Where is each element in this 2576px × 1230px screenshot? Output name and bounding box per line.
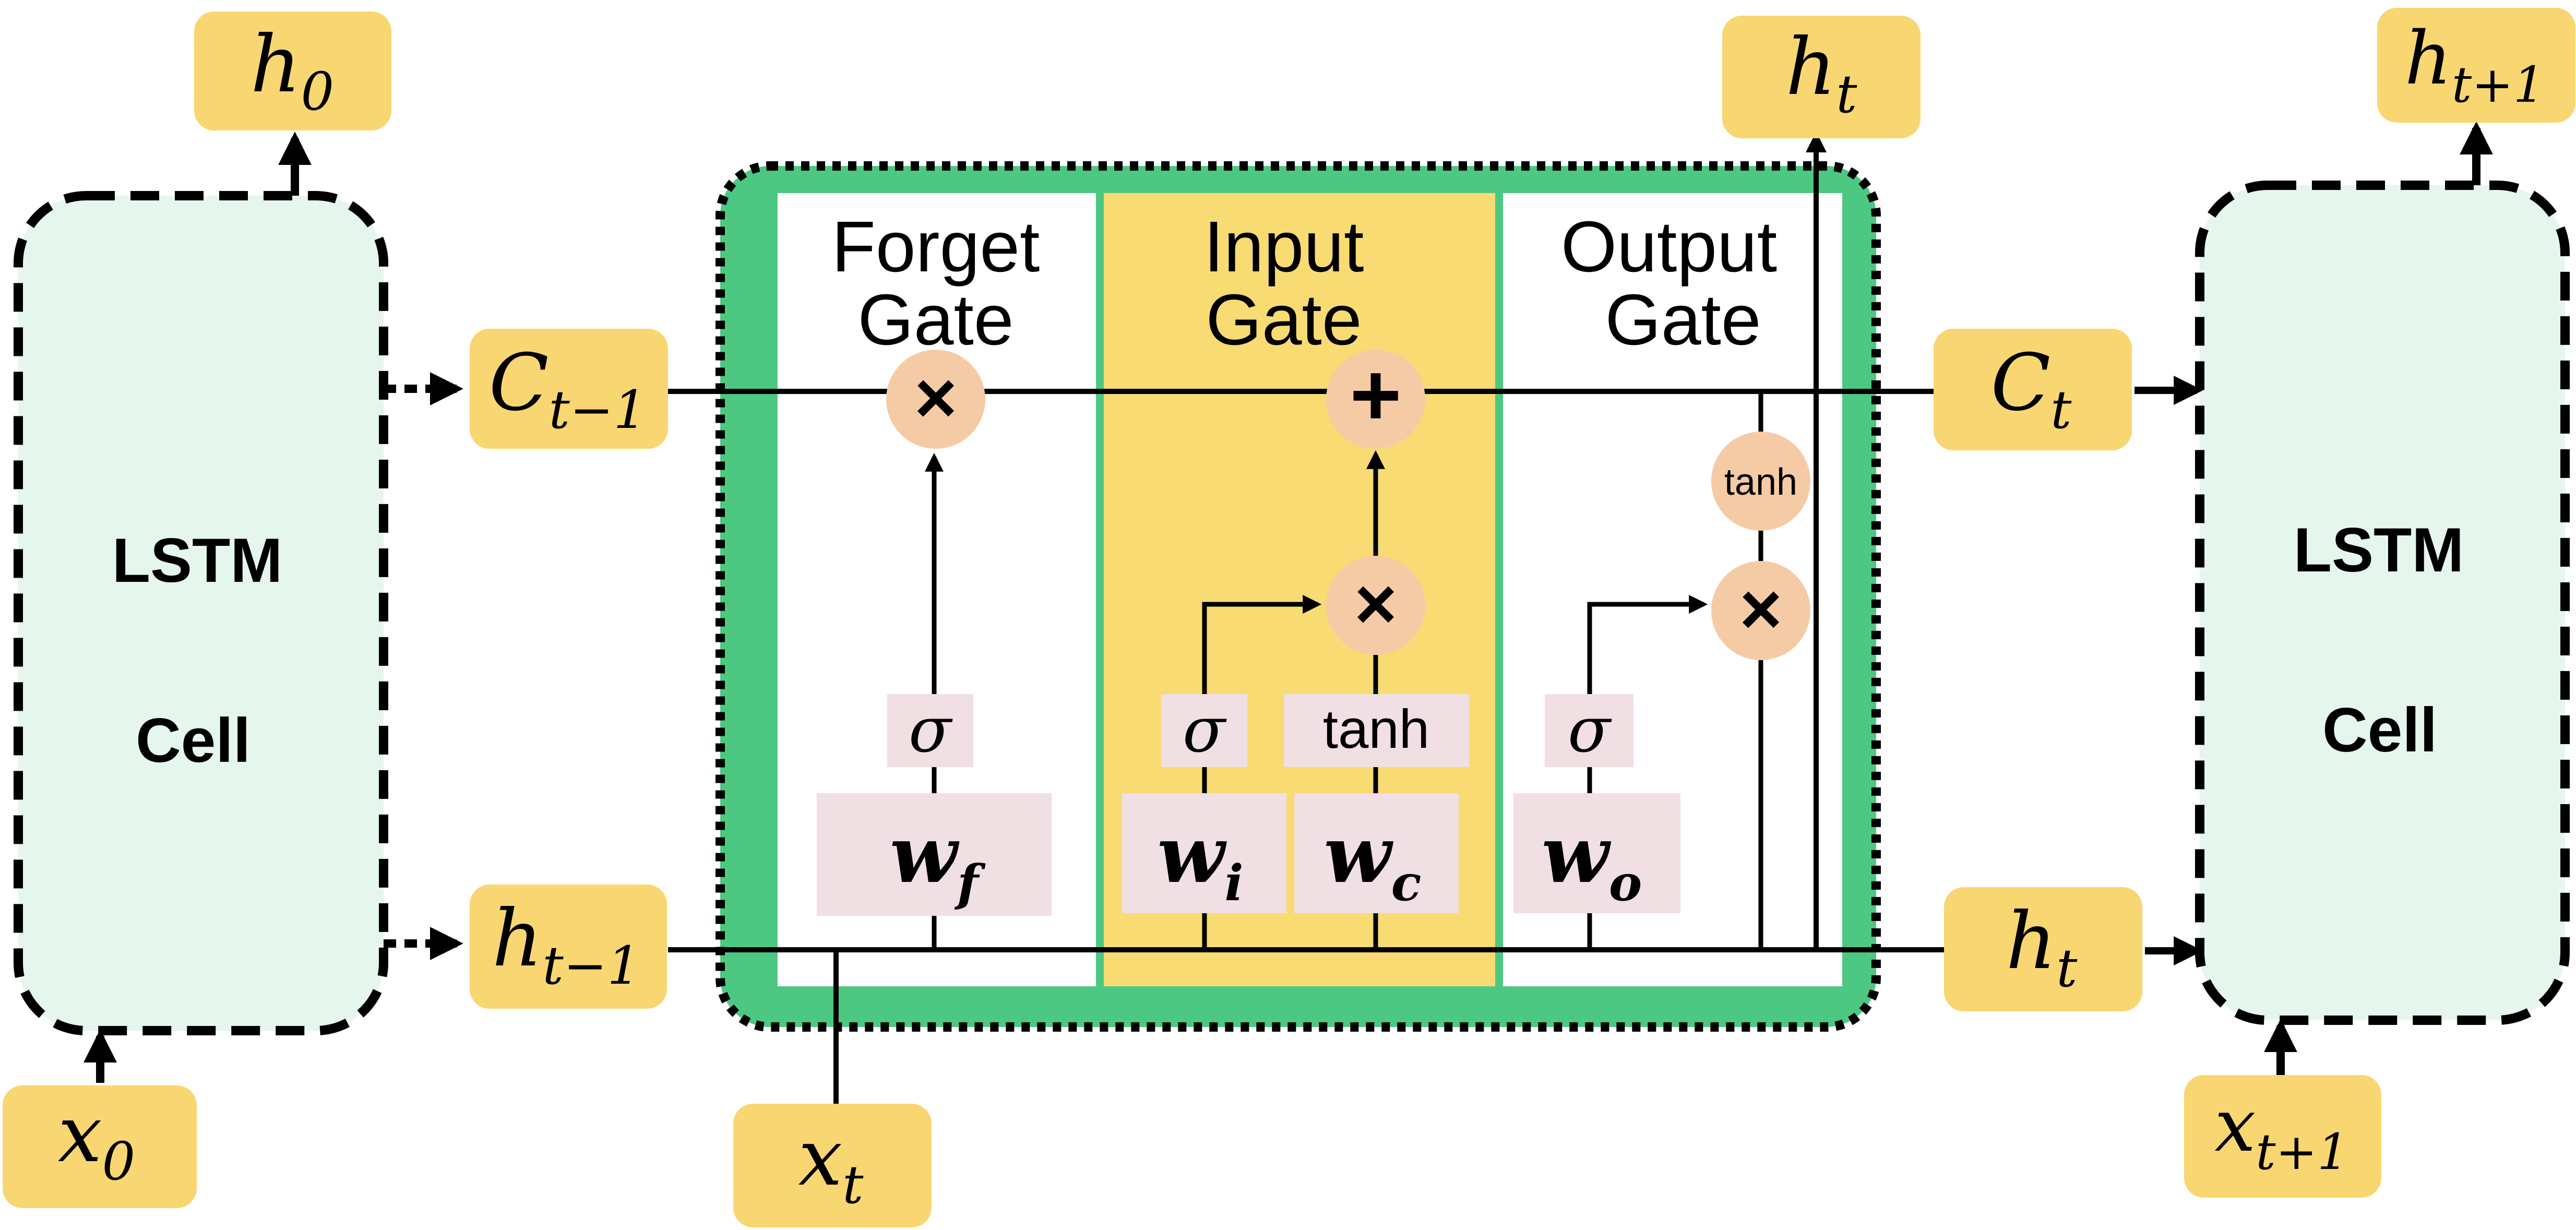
forget-sigma-box — [887, 694, 973, 767]
forget-multiply-circle — [886, 350, 985, 449]
wo-label: wo — [1542, 809, 1642, 912]
x0-label: x0 — [58, 1089, 135, 1192]
output-multiply-symbol: × — [1739, 568, 1782, 650]
h-t-right-label: ht — [2006, 896, 2078, 999]
forget-multiply-symbol: × — [914, 356, 957, 438]
c-t-box — [1934, 329, 2132, 450]
h-t-top-box — [1722, 16, 1921, 138]
c-prev-box — [470, 329, 668, 449]
output-tanh-label: tanh — [1724, 461, 1797, 503]
left-lstm-cell — [14, 191, 388, 1035]
input-sigma-to-multiply-arrow — [1202, 595, 1322, 694]
left-cell-label-line1: LSTM — [112, 526, 283, 595]
wc-label: wc — [1324, 809, 1422, 912]
right-cell-label-line2: Cell — [2322, 695, 2437, 765]
input-tanh-box — [1284, 694, 1469, 767]
h-t-right-box — [1944, 887, 2142, 1011]
output-gate-title-line2: Gate — [1605, 280, 1761, 360]
forget-sigma: σ — [909, 694, 953, 767]
h-next-label: ht+1 — [2405, 16, 2545, 114]
h-t-top-label: ht — [1786, 22, 1858, 125]
forget-gate-title-line1: Forget — [832, 207, 1040, 287]
wo-box — [1513, 793, 1680, 913]
wc-box — [1294, 793, 1459, 913]
output-tanh-circle — [1711, 432, 1810, 531]
output-multiply-circle — [1711, 561, 1810, 660]
h-next-box — [2377, 8, 2575, 123]
input-sigma-box — [1161, 694, 1247, 767]
input-gate-title-line1: Input — [1204, 207, 1364, 287]
h0-label: h0 — [251, 19, 334, 122]
left-cell-label-line2: Cell — [136, 706, 251, 775]
x-next-label: xt+1 — [2214, 1083, 2348, 1181]
output-sigma-box — [1545, 694, 1633, 767]
input-sigma: σ — [1183, 694, 1227, 767]
wi-label: wi — [1157, 809, 1243, 912]
output-sigma-to-multiply-arrow — [1587, 595, 1708, 694]
right-cell-label-line1: LSTM — [2294, 515, 2464, 585]
add-circle — [1326, 350, 1425, 449]
wi-box — [1122, 793, 1286, 913]
output-gate-title-line1: Output — [1561, 207, 1777, 287]
x-next-box — [2184, 1075, 2381, 1198]
x0-box — [3, 1085, 197, 1208]
input-tanh: tanh — [1323, 699, 1429, 760]
c-t-label: Ct — [1991, 338, 2072, 440]
input-multiply-symbol: × — [1354, 563, 1397, 644]
add-symbol: + — [1350, 345, 1401, 445]
x-t-box — [733, 1104, 932, 1227]
output-sigma: σ — [1568, 694, 1612, 767]
c-prev-label: Ct−1 — [489, 338, 647, 440]
input-gate-title-line2: Gate — [1206, 280, 1362, 360]
wf-box — [817, 793, 1052, 916]
h0-box — [194, 11, 391, 130]
h-prev-box — [470, 885, 667, 1009]
x-t-label: xt — [798, 1113, 864, 1215]
h-prev-label: ht−1 — [492, 893, 640, 996]
input-multiply-circle — [1326, 556, 1425, 655]
right-lstm-cell — [2195, 181, 2570, 1025]
forget-gate-title-line2: Gate — [857, 280, 1013, 360]
